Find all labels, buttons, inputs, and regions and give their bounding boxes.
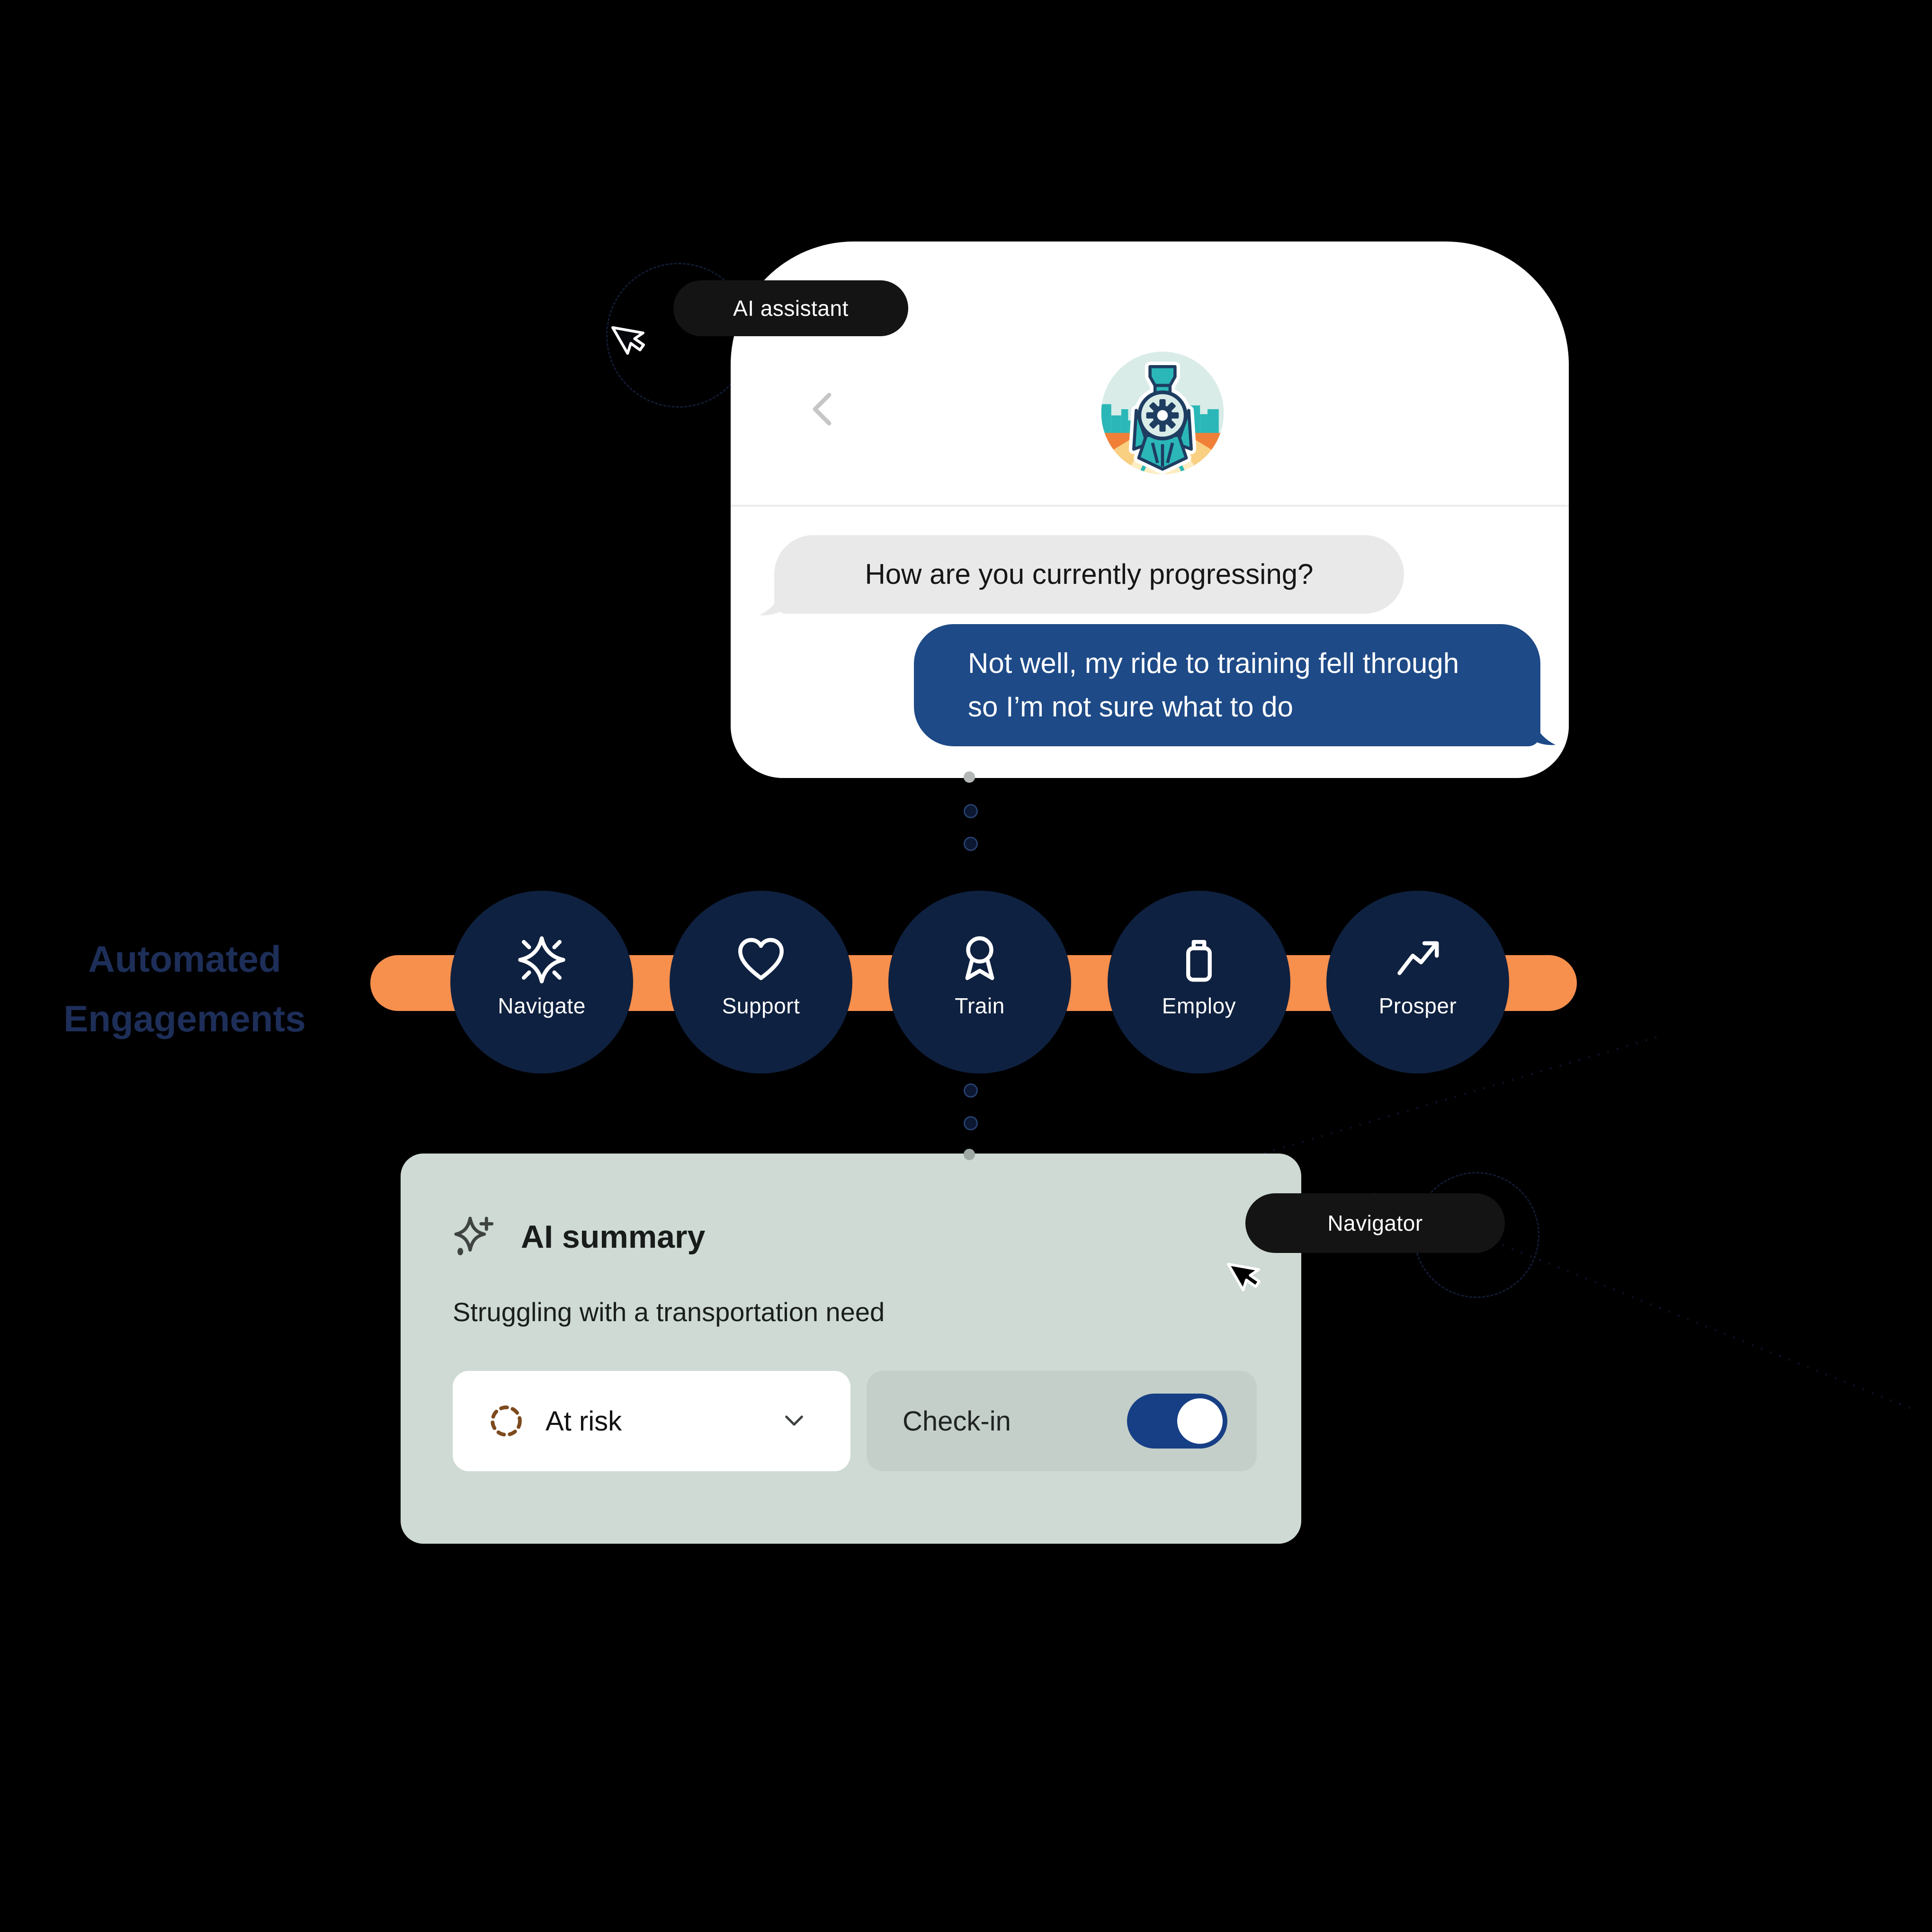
journey-label-line2: Engagements — [63, 998, 306, 1039]
journey-step-label: Navigate — [498, 993, 586, 1018]
award-ribbon-icon — [965, 936, 994, 980]
assistant-message-bubble: How are you currently progressing? — [774, 535, 1404, 614]
journey-step-label: Prosper — [1378, 993, 1457, 1018]
journey-step-support[interactable]: Support — [670, 891, 852, 1073]
journey-step-employ[interactable]: Employ — [1108, 891, 1290, 1073]
briefcase-icon — [1186, 940, 1212, 982]
summary-title: AI summary — [521, 1219, 706, 1255]
navigator-badge: Navigator — [1245, 1193, 1505, 1253]
risk-status-value: At risk — [546, 1405, 622, 1437]
connector-dot — [964, 771, 975, 783]
user-message-text: Not well, my ride to training fell throu… — [968, 647, 1459, 723]
connector-dot — [964, 837, 978, 851]
journey-label-line1: Automated — [88, 938, 281, 980]
chevron-down-icon — [785, 1415, 803, 1426]
checkin-toggle[interactable] — [1127, 1394, 1227, 1449]
connector-dot — [964, 1083, 978, 1098]
trend-up-icon — [1397, 941, 1439, 975]
checkin-label: Check-in — [903, 1405, 1011, 1437]
summary-description: Struggling with a transportation need — [453, 1297, 885, 1327]
ai-assistant-badge: AI assistant — [673, 280, 908, 336]
cursor-pointer-icon — [1226, 1262, 1261, 1292]
risk-status-dropdown[interactable]: At risk — [453, 1371, 850, 1471]
connector-dot — [964, 804, 978, 818]
sparkle-icon — [518, 936, 565, 984]
journey-step-label: Employ — [1162, 993, 1236, 1018]
checkin-control: Check-in — [867, 1371, 1257, 1471]
toggle-knob — [1177, 1398, 1223, 1444]
dashed-circle-icon — [491, 1405, 522, 1437]
chat-header-divider — [731, 505, 1569, 507]
journey-step-prosper[interactable]: Prosper — [1326, 891, 1509, 1073]
navigator-badge-label: Navigator — [1327, 1211, 1423, 1235]
connector-dot — [964, 1116, 978, 1130]
summary-header: AI summary — [453, 1215, 705, 1259]
journey-step-train[interactable]: Train — [888, 891, 1071, 1073]
heart-icon — [738, 938, 784, 980]
gear-icon — [1146, 399, 1179, 432]
cursor-pointer-icon — [611, 326, 645, 355]
ai-sparkles-icon — [454, 1216, 494, 1255]
back-chevron-icon[interactable] — [802, 386, 848, 432]
journey-step-navigate[interactable]: Navigate — [450, 891, 633, 1073]
train-logo-avatar — [1101, 351, 1224, 474]
journey-step-label: Train — [955, 993, 1005, 1018]
journey-step-label: Support — [722, 993, 800, 1018]
user-message-bubble: Not well, my ride to training fell throu… — [914, 624, 1540, 746]
ai-summary-card — [401, 1154, 1301, 1544]
assistant-message-text: How are you currently progressing? — [865, 558, 1314, 590]
ai-assistant-badge-label: AI assistant — [733, 296, 849, 321]
journey-label: Automated Engagements — [19, 929, 350, 1048]
connector-dot — [964, 1149, 975, 1160]
